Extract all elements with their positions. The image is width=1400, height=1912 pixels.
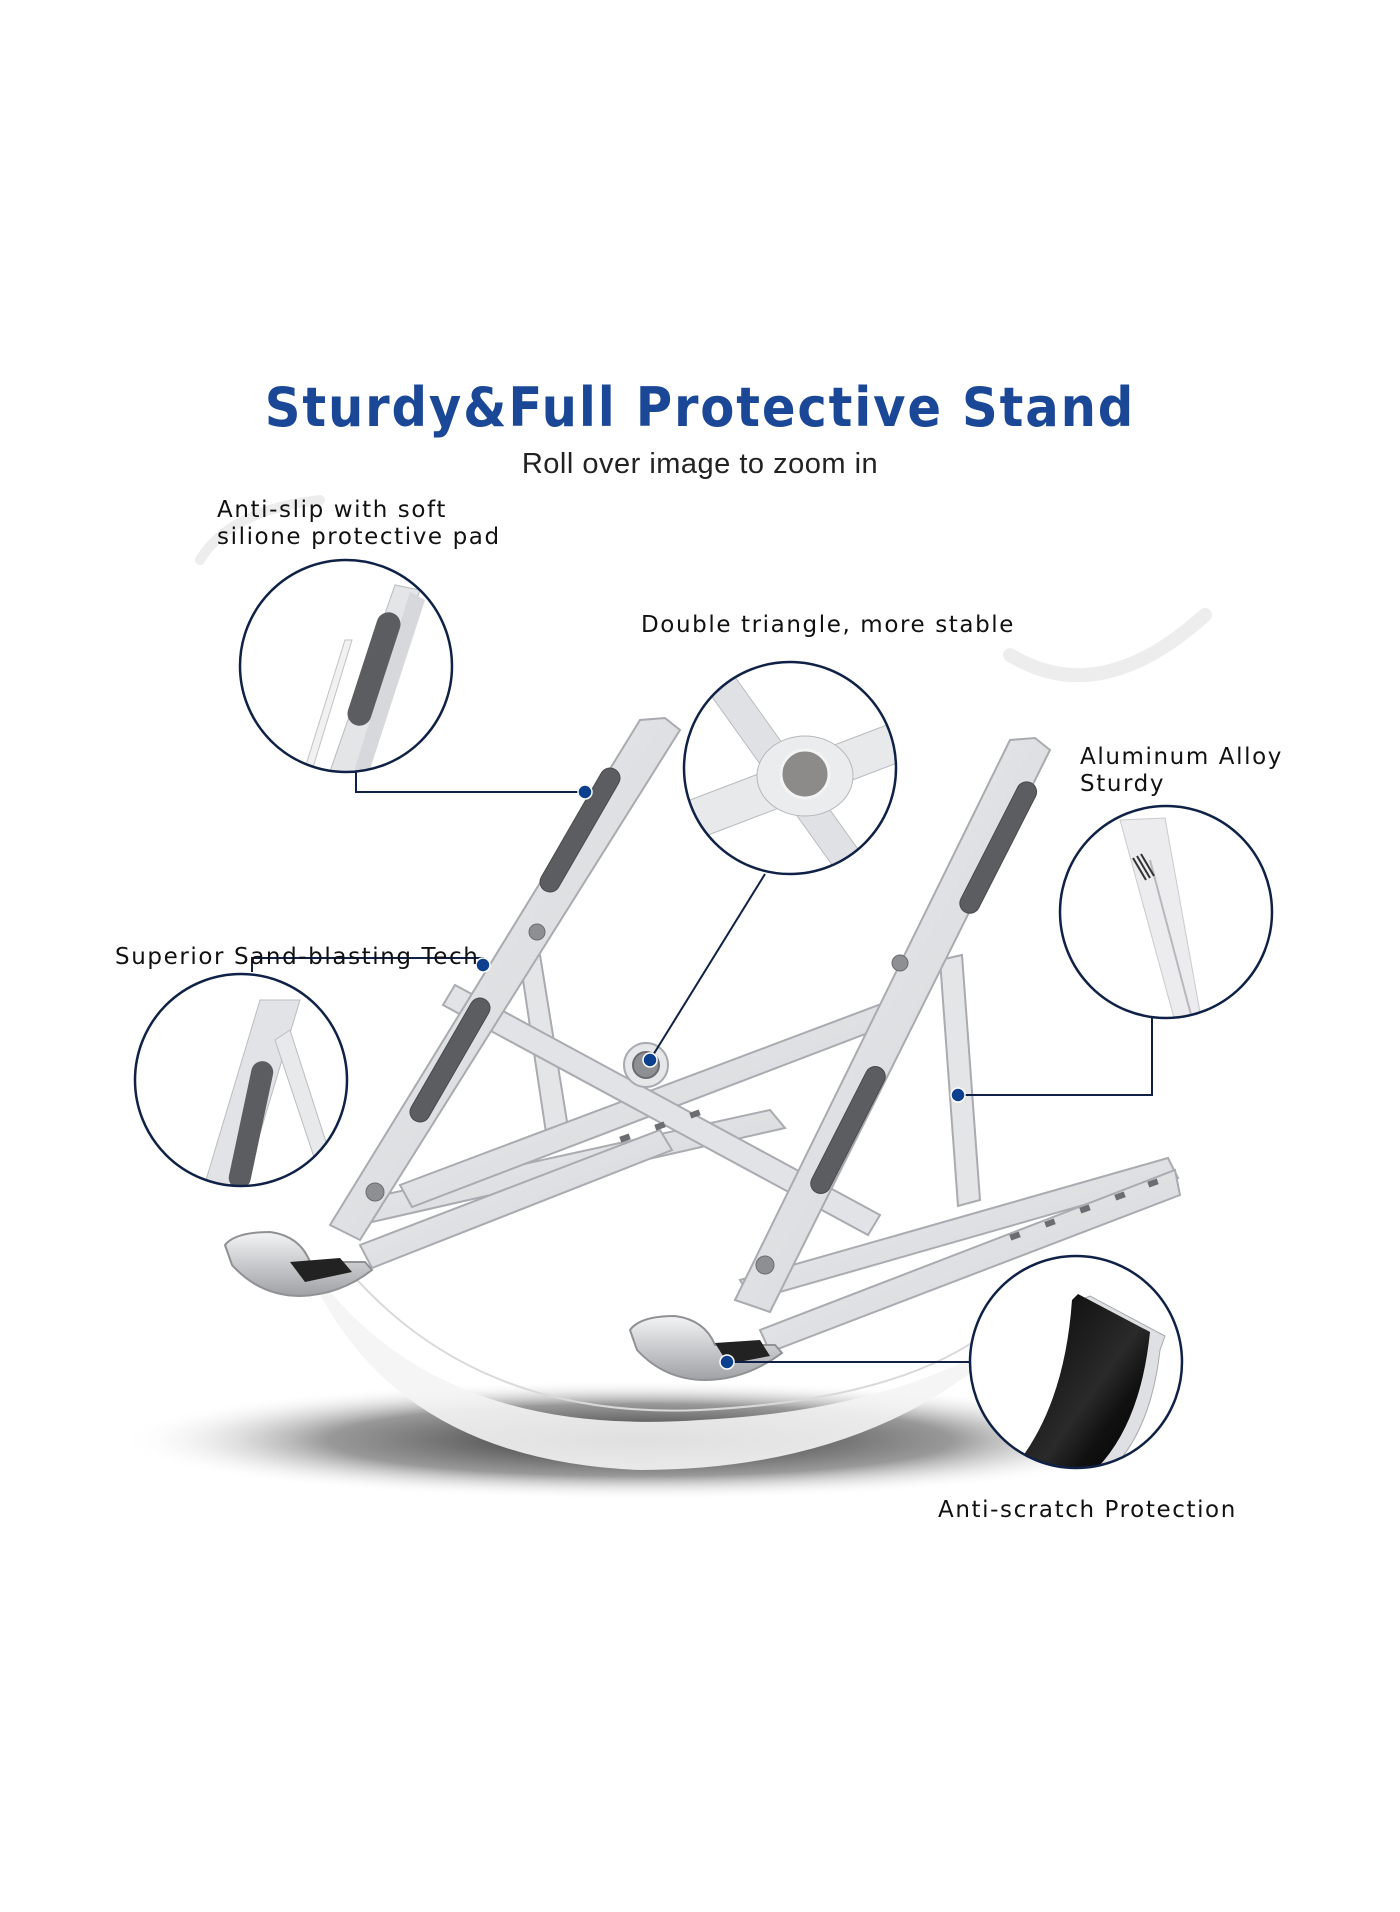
callout-label-aluminum: Aluminum Alloy Sturdy (1080, 744, 1283, 798)
callout-text-line: Anti-slip with soft (217, 497, 447, 523)
callout-circle-sand-blasting (135, 974, 347, 1186)
rivets (365, 923, 909, 1275)
callout-circle-hinge (684, 662, 896, 874)
page-title: Sturdy&Full Protective Stand (264, 376, 1136, 439)
callout-connectors (251, 772, 1153, 1363)
swoosh-decoration (195, 495, 325, 565)
callout-text-line: Superior Sand-blasting Tech (115, 944, 480, 970)
callout-label-anti-slip: Anti-slip with soft silione protective p… (217, 497, 501, 551)
vent-holes (619, 1109, 1159, 1241)
callout-text-line: Double triangle, more stable (641, 612, 1016, 638)
silicone-pads (409, 767, 1038, 1194)
callout-label-sand-blasting: Superior Sand-blasting Tech (115, 944, 479, 971)
zoom-hint: Roll over image to zoom in (521, 448, 879, 480)
callout-label-anti-scratch: Anti-scratch Protection (938, 1497, 1237, 1524)
callout-circle-anti-scratch (970, 1256, 1182, 1468)
callout-text-line: Sturdy (1080, 771, 1166, 797)
callout-text-line: Anti-scratch Protection (938, 1497, 1237, 1523)
callout-circle-anti-slip (240, 560, 452, 772)
callout-circle-aluminum (1060, 806, 1272, 1018)
laptop-stand (328, 716, 1182, 1354)
stand-feet (223, 1230, 784, 1382)
swoosh-decoration (1003, 608, 1212, 683)
callout-text-line: Aluminum Alloy (1080, 744, 1283, 770)
callout-label-double-triangle: Double triangle, more stable (641, 612, 1015, 639)
callout-text-line: silione protective pad (217, 524, 501, 550)
callout-dots (475, 784, 966, 1370)
